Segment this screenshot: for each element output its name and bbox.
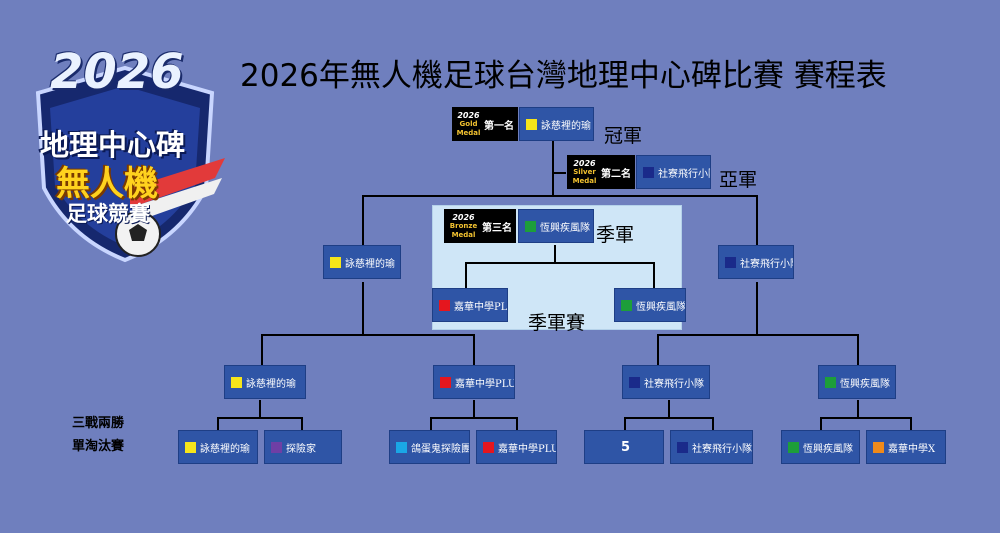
team-name: 詠慈裡的瑜 xyxy=(200,443,250,455)
team-name: 社寮飛行小隊 xyxy=(740,258,794,270)
team-color-swatch xyxy=(439,299,450,311)
team-name: 嘉華中學PLUS xyxy=(454,301,507,313)
rank-label: 第二名 xyxy=(601,168,631,180)
team-slot-r1-8[interactable]: 嘉華中學X xyxy=(866,430,946,464)
team-name: 恆興疾風隊 xyxy=(540,222,590,234)
team-color-swatch xyxy=(643,166,654,178)
team-slot-third[interactable]: 恆興疾風隊 xyxy=(518,209,594,243)
team-name: 詠慈裡的瑜 xyxy=(345,258,395,270)
team-slot-runner-up[interactable]: 社寮飛行小隊 xyxy=(636,155,711,189)
team-color-swatch xyxy=(825,376,836,388)
team-slot-champion[interactable]: 詠慈裡的瑜 xyxy=(519,107,594,141)
first-place-badge: 2026 Gold Medal 第一名 xyxy=(452,107,518,141)
team-color-swatch xyxy=(271,441,282,453)
team-slot-third-match-2[interactable]: 恆興疾風隊 xyxy=(614,288,686,322)
team-name: 社寮飛行小隊 xyxy=(692,443,752,455)
team-slot-r1-4[interactable]: 嘉華中學PLUS xyxy=(476,430,557,464)
team-color-swatch xyxy=(677,441,688,453)
page-title: 2026年無人機足球台灣地理中心碑比賽 賽程表 xyxy=(240,58,887,94)
team-slot-sf-2[interactable]: 社寮飛行小隊 xyxy=(718,245,794,279)
format-label-line-1: 三戰兩勝 xyxy=(72,416,125,431)
team-color-swatch xyxy=(440,376,451,388)
team-color-swatch xyxy=(873,441,884,453)
team-color-swatch xyxy=(396,441,407,453)
shield-icon xyxy=(35,65,225,263)
team-color-swatch xyxy=(330,256,341,268)
team-slot-r1-1[interactable]: 詠慈裡的瑜 xyxy=(178,430,258,464)
team-slot-r1-5[interactable]: 5 xyxy=(584,430,664,464)
rank-label: 第一名 xyxy=(484,120,514,132)
logo-line-2: 無人機 xyxy=(56,164,158,204)
team-color-swatch xyxy=(725,256,736,268)
team-name: 詠慈裡的瑜 xyxy=(541,120,591,132)
team-name: 社寮飛行小隊 xyxy=(644,378,704,390)
team-name: 社寮飛行小隊 xyxy=(658,168,710,180)
team-color-swatch xyxy=(483,441,494,453)
team-name: 嘉華中學X xyxy=(888,443,936,455)
team-slot-sf-1[interactable]: 詠慈裡的瑜 xyxy=(323,245,401,279)
logo-line-1: 地理中心碑 xyxy=(40,128,186,162)
runner-up-label: 亞軍 xyxy=(719,169,758,191)
logo-line-3: 足球競賽 xyxy=(66,202,150,226)
third-label: 季軍 xyxy=(596,224,635,246)
team-color-swatch xyxy=(788,441,799,453)
medal-icon: 2026 Gold Medal xyxy=(456,110,481,137)
team-name: 5 xyxy=(621,439,631,455)
medal-icon: 2026 Bronze Medal xyxy=(449,212,478,239)
team-color-swatch xyxy=(525,220,536,232)
team-color-swatch xyxy=(621,299,632,311)
team-slot-qf-1[interactable]: 詠慈裡的瑜 xyxy=(224,365,306,399)
team-name: 詠慈裡的瑜 xyxy=(246,378,296,390)
team-color-swatch xyxy=(231,376,242,388)
team-name: 恆興疾風隊 xyxy=(803,443,853,455)
event-logo: 2026 地理中心碑 無人機 足球競賽 xyxy=(10,38,240,268)
second-place-badge: 2026 Silver Medal 第二名 xyxy=(567,155,635,189)
third-place-badge: 2026 Bronze Medal 第三名 xyxy=(444,209,516,243)
team-name: 嘉華中學PLUS xyxy=(455,378,514,390)
team-name: 恆興疾風隊 xyxy=(840,378,890,390)
logo-year: 2026 xyxy=(50,44,184,100)
team-name: 嘉華中學PLUS xyxy=(498,443,556,455)
team-slot-qf-3[interactable]: 社寮飛行小隊 xyxy=(622,365,710,399)
team-name: 恆興疾風隊 xyxy=(636,301,686,313)
champion-label: 冠軍 xyxy=(604,125,643,147)
team-color-swatch xyxy=(629,376,640,388)
team-slot-qf-2[interactable]: 嘉華中學PLUS xyxy=(433,365,515,399)
team-slot-r1-7[interactable]: 恆興疾風隊 xyxy=(781,430,860,464)
team-color-swatch xyxy=(185,441,196,453)
rank-label: 第三名 xyxy=(482,222,512,234)
team-name: 鴿蛋鬼探險團 xyxy=(411,443,470,455)
team-slot-r1-2[interactable]: 探險家 xyxy=(264,430,342,464)
medal-icon: 2026 Silver Medal xyxy=(572,158,597,185)
team-slot-r1-3[interactable]: 鴿蛋鬼探險團 xyxy=(389,430,470,464)
team-color-swatch xyxy=(526,118,537,130)
team-slot-qf-4[interactable]: 恆興疾風隊 xyxy=(818,365,896,399)
format-label-line-2: 單淘汰賽 xyxy=(72,439,125,454)
team-slot-r1-6[interactable]: 社寮飛行小隊 xyxy=(670,430,753,464)
team-slot-third-match-1[interactable]: 嘉華中學PLUS xyxy=(432,288,508,322)
team-name: 探險家 xyxy=(286,443,316,455)
third-match-label: 季軍賽 xyxy=(528,312,586,334)
